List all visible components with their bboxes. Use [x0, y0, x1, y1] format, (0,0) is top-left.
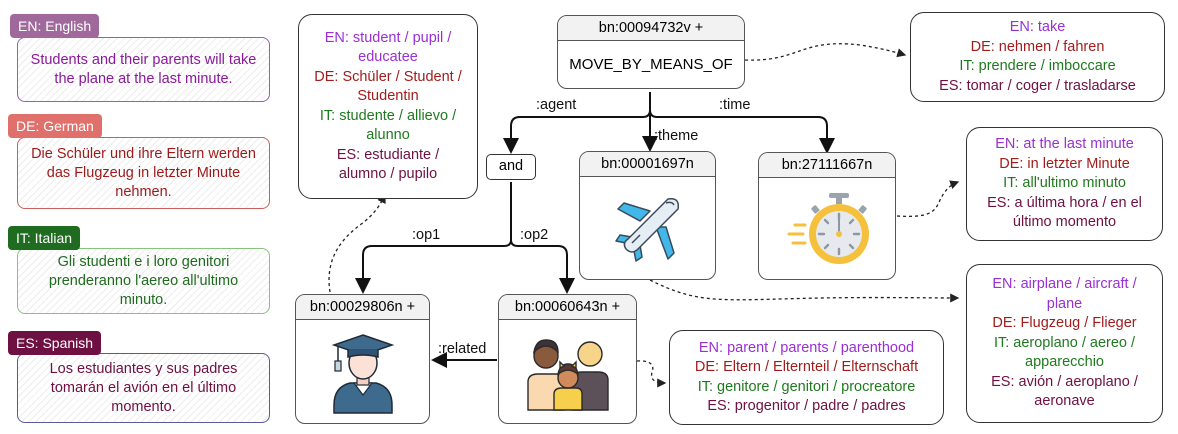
sentence-card-de: Die Schüler und ihre Eltern werden das F… — [17, 137, 270, 209]
gloss-time-es: ES: a última hora / en el último momento — [987, 194, 1142, 231]
edge-label-op1: :op1 — [412, 227, 441, 243]
gloss-airplane-en: EN: airplane / aircraft / plane — [992, 276, 1137, 312]
node-time-id: bn:27111667n — [759, 153, 895, 178]
node-parents[interactable]: bn:00060643n + — [498, 294, 637, 424]
node-root[interactable]: bn:00094732v + MOVE_BY_MEANS_OF — [557, 15, 745, 89]
gloss-student-de: DE: Schüler / Student / Studentin — [314, 68, 462, 105]
stopwatch-icon — [787, 193, 869, 264]
node-theme-id: bn:00001697n — [580, 152, 715, 177]
node-theme[interactable]: bn:00001697n — [579, 151, 716, 280]
node-parents-id: bn:00060643n + — [499, 295, 636, 320]
sentence-text-en: Students and their parents will take the… — [30, 51, 257, 87]
gloss-link-time — [896, 180, 960, 218]
gloss-take-en: EN: take — [1009, 19, 1066, 35]
gloss-airplane: EN: airplane / aircraft / plane DE: Flug… — [966, 264, 1163, 423]
family-icon — [526, 339, 609, 411]
edge-op2 — [510, 239, 575, 294]
gloss-student-it: IT: studente / allievo / alunno — [319, 107, 457, 144]
node-time[interactable]: bn:27111667n — [758, 152, 896, 280]
gloss-time-en: EN: at the last minute — [995, 136, 1134, 153]
lang-tag-de: DE: German — [8, 114, 102, 138]
sentence-card-es: Los estudiantes y sus padres tomarán el … — [17, 353, 270, 423]
gloss-airplane-es: ES: avión / aeroplano / aeronave — [991, 373, 1138, 410]
gloss-link-take — [744, 43, 907, 61]
sentence-text-es: Los estudiantes y sus padres tomarán el … — [49, 360, 238, 415]
node-student[interactable]: bn:00029806n + — [295, 294, 430, 424]
sentence-text-de: Die Schüler und ihre Eltern werden das F… — [31, 145, 256, 200]
gloss-time: EN: at the last minute DE: in letzter Mi… — [966, 127, 1163, 241]
edge-label-time: :time — [719, 97, 751, 113]
node-root-id: bn:00094732v + — [558, 16, 744, 41]
graduate-student-icon — [331, 334, 394, 414]
gloss-link-parent — [636, 360, 667, 388]
lang-tag-it: IT: Italian — [8, 226, 81, 250]
node-student-id: bn:00029806n + — [296, 295, 429, 320]
gloss-take-de: DE: nehmen / fahren — [970, 38, 1105, 55]
gloss-time-de: DE: in letzter Minute — [999, 155, 1130, 172]
gloss-link-student — [328, 193, 386, 293]
lang-tag-es: ES: Spanish — [8, 331, 102, 355]
gloss-parent-es: ES: progenitor / padre / padres — [707, 398, 906, 414]
gloss-parent-en: EN: parent / parents / parenthood — [698, 339, 915, 356]
edge-time — [649, 109, 835, 154]
airplane-icon — [614, 197, 679, 262]
sentence-card-it: Gli studenti e i loro genitori prenderan… — [17, 248, 270, 314]
gloss-link-airplane — [649, 279, 960, 303]
edge-label-op2: :op2 — [520, 227, 549, 243]
gloss-airplane-it: IT: aeroplano / aereo / apparecchio — [993, 334, 1136, 371]
gloss-student-en: EN: student / pupil / educatee — [324, 29, 452, 66]
edge-agent — [503, 92, 651, 154]
gloss-time-it: IT: all'ultimo minuto — [1003, 175, 1126, 192]
edge-label-agent: :agent — [536, 97, 577, 113]
gloss-take-es: ES: tomar / coger / trasladarse — [939, 77, 1136, 94]
gloss-airplane-de: DE: Flugzeug / Flieger — [992, 315, 1137, 332]
node-root-label: MOVE_BY_MEANS_OF — [569, 55, 733, 73]
edge-label-theme: :theme — [654, 128, 699, 144]
gloss-parent: EN: parent / parents / parenthood DE: El… — [669, 330, 944, 425]
gloss-take-it: IT: prendere / imboccare — [959, 58, 1116, 74]
sentence-card-en: Students and their parents will take the… — [17, 37, 270, 102]
lang-tag-en: EN: English — [10, 14, 100, 38]
node-and[interactable]: and — [486, 154, 536, 180]
sentence-text-it: Gli studenti e i loro genitori prenderan… — [48, 253, 239, 308]
gloss-student: EN: student / pupil / educatee DE: Schül… — [298, 14, 478, 199]
gloss-parent-it: IT: genitore / genitori / procreatore — [697, 378, 916, 395]
gloss-student-es: ES: estudiante / alumno / pupilo — [336, 146, 440, 183]
gloss-take: EN: take DE: nehmen / fahren IT: prender… — [910, 12, 1165, 102]
edge-label-related: :related — [438, 341, 487, 357]
gloss-parent-de: DE: Eltern / Elternteil / Elternschaft — [694, 359, 919, 375]
